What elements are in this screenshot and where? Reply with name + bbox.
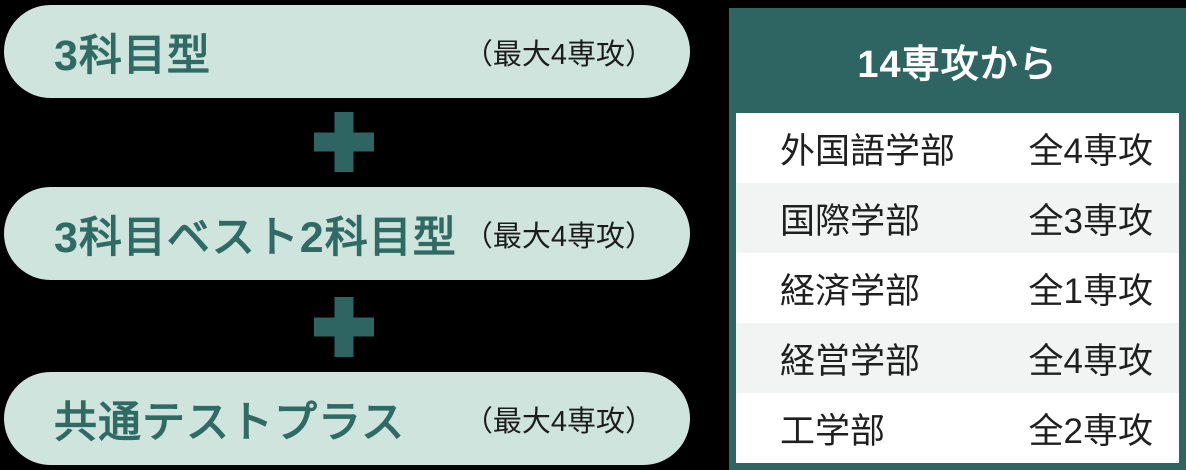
plus-icon bbox=[314, 297, 374, 357]
pill-title: 3科目型 bbox=[54, 31, 211, 80]
majors-count: 全3専攻 bbox=[1028, 201, 1153, 241]
table-row: 工学部 全2専攻 bbox=[736, 393, 1179, 463]
pill-title: 3科目ベスト2科目型 bbox=[54, 213, 457, 262]
exam-type-pill-3kamoku: 3科目型 （最大4専攻） bbox=[4, 5, 690, 98]
majors-count: 全1専攻 bbox=[1028, 271, 1153, 311]
table-row: 経済学部 全1専攻 bbox=[736, 253, 1179, 323]
table-row: 国際学部 全3専攻 bbox=[736, 183, 1179, 253]
faculty-name: 国際学部 bbox=[780, 201, 921, 241]
majors-table-body: 外国語学部 全4専攻 国際学部 全3専攻 経済学部 全1専攻 経営学部 全4専攻… bbox=[736, 113, 1179, 463]
pill-note: （最大4専攻） bbox=[463, 220, 654, 253]
faculty-name: 工学部 bbox=[780, 411, 886, 451]
faculty-name: 外国語学部 bbox=[780, 131, 956, 171]
majors-count: 全2専攻 bbox=[1028, 411, 1153, 451]
majors-count: 全4専攻 bbox=[1028, 131, 1153, 171]
exam-type-pill-3kamoku-best2: 3科目ベスト2科目型 （最大4専攻） bbox=[4, 187, 690, 280]
plus-icon bbox=[314, 112, 374, 172]
majors-table-header: 14専攻から bbox=[857, 44, 1058, 86]
pill-title: 共通テストプラス bbox=[54, 398, 406, 447]
exam-type-pill-kyotsu-test-plus: 共通テストプラス （最大4専攻） bbox=[4, 372, 690, 465]
pill-note: （最大4専攻） bbox=[463, 38, 654, 71]
table-row: 外国語学部 全4専攻 bbox=[736, 113, 1179, 183]
majors-count: 全4専攻 bbox=[1028, 341, 1153, 381]
faculty-name: 経済学部 bbox=[780, 271, 921, 311]
pill-note: （最大4専攻） bbox=[463, 405, 654, 438]
faculty-name: 経営学部 bbox=[780, 341, 921, 381]
majors-table: 14専攻から 外国語学部 全4専攻 国際学部 全3専攻 経済学部 全1専攻 経営… bbox=[729, 8, 1186, 470]
table-row: 経営学部 全4専攻 bbox=[736, 323, 1179, 393]
